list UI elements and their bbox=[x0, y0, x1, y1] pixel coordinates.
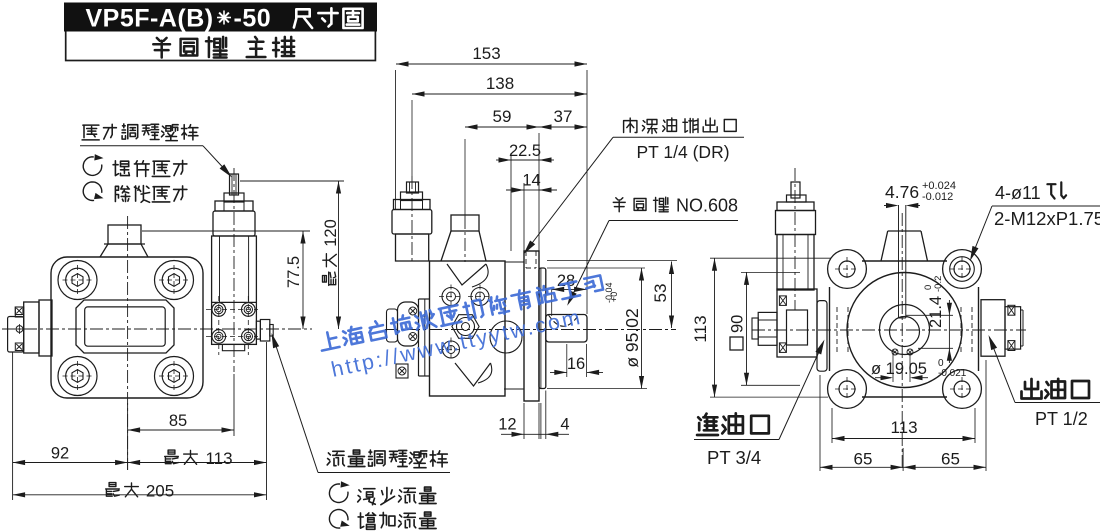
svg-text:4.76: 4.76 bbox=[885, 182, 919, 202]
svg-text:-0.04: -0.04 bbox=[604, 282, 614, 303]
svg-text:2-M12xP1.75: 2-M12xP1.75 bbox=[994, 208, 1100, 229]
svg-text:113: 113 bbox=[890, 418, 917, 437]
svg-text:205: 205 bbox=[146, 482, 174, 501]
svg-text:12: 12 bbox=[498, 416, 516, 434]
svg-text:113: 113 bbox=[691, 315, 710, 342]
svg-text:120: 120 bbox=[322, 219, 340, 247]
svg-text:77.5: 77.5 bbox=[285, 256, 303, 288]
svg-text:153: 153 bbox=[472, 44, 500, 63]
svg-text:113: 113 bbox=[205, 449, 232, 468]
svg-text:+0: +0 bbox=[609, 292, 619, 302]
svg-text:90: 90 bbox=[729, 315, 747, 333]
svg-text:NO.608: NO.608 bbox=[676, 196, 738, 216]
svg-text:14: 14 bbox=[522, 172, 540, 190]
svg-text:65: 65 bbox=[941, 450, 960, 469]
svg-text:37: 37 bbox=[554, 107, 573, 126]
svg-text:VP5F-A(B): VP5F-A(B) bbox=[86, 5, 214, 33]
svg-text:4: 4 bbox=[560, 416, 569, 434]
svg-text:-50: -50 bbox=[234, 5, 272, 33]
svg-text:0: 0 bbox=[938, 358, 944, 369]
svg-text:ø 19.05: ø 19.05 bbox=[871, 360, 927, 378]
svg-text:138: 138 bbox=[486, 74, 514, 93]
svg-text:0: 0 bbox=[923, 285, 934, 290]
svg-text:22.5: 22.5 bbox=[509, 142, 541, 160]
svg-text:65: 65 bbox=[854, 450, 873, 469]
svg-text:PT 1/4 (DR): PT 1/4 (DR) bbox=[637, 142, 730, 162]
svg-text:PT 3/4: PT 3/4 bbox=[707, 447, 761, 468]
svg-text:92: 92 bbox=[51, 445, 69, 463]
svg-text:21.4: 21.4 bbox=[927, 296, 945, 328]
svg-text:-0.021: -0.021 bbox=[938, 368, 967, 379]
svg-text:85: 85 bbox=[169, 412, 187, 430]
svg-text:53: 53 bbox=[651, 284, 670, 303]
svg-text:4-ø11: 4-ø11 bbox=[995, 183, 1041, 203]
svg-text:16: 16 bbox=[567, 355, 585, 373]
svg-text:ø 95.02: ø 95.02 bbox=[622, 308, 642, 367]
svg-text:+0.024: +0.024 bbox=[922, 180, 956, 192]
svg-text:PT 1/2: PT 1/2 bbox=[1035, 409, 1088, 429]
svg-text:-0.012: -0.012 bbox=[922, 191, 953, 203]
svg-text:-0.2: -0.2 bbox=[933, 276, 944, 292]
svg-text:59: 59 bbox=[493, 107, 512, 126]
